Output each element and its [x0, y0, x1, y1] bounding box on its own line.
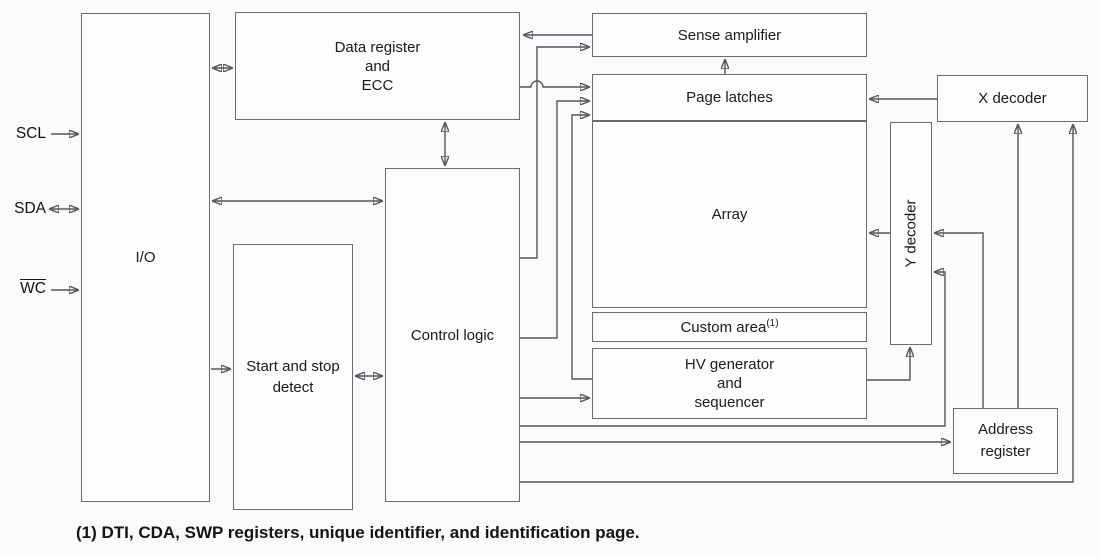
- signal-scl: SCL: [0, 124, 46, 144]
- block-io-label: I/O: [135, 249, 156, 266]
- block-x-decoder: X decoder: [937, 75, 1088, 122]
- block-page-latches: Page latches: [592, 74, 867, 121]
- block-data-register-label: Data register and ECC: [334, 38, 421, 94]
- wire-data-register-to-page-latches: [520, 80, 589, 87]
- block-control-logic-label: Control logic: [410, 326, 495, 344]
- block-sense-amplifier-label: Sense amplifier: [677, 26, 782, 44]
- block-page-latches-label: Page latches: [686, 89, 773, 106]
- block-io: I/O: [81, 13, 210, 502]
- block-control-logic: Control logic: [385, 168, 520, 502]
- custom-area-footnote-ref: (1): [766, 317, 779, 329]
- block-start-stop-detect: Start and stop detect: [233, 244, 353, 510]
- block-address-register-label: Address register: [977, 421, 1034, 460]
- block-address-register: Address register: [953, 408, 1058, 474]
- block-y-decoder: Y decoder: [890, 122, 932, 345]
- wire-hv-generator-to-page-latches: [571, 115, 592, 380]
- signal-wc: WC: [0, 279, 46, 299]
- block-custom-area-label: Custom area(1): [680, 317, 779, 336]
- wire-hv-generator-to-y-decoder: [867, 348, 910, 381]
- block-data-register: Data register and ECC: [235, 12, 520, 120]
- footnote: (1) DTI, CDA, SWP registers, unique iden…: [76, 523, 640, 542]
- block-y-decoder-label: Y decoder: [902, 199, 920, 268]
- block-start-stop-detect-label: Start and stop detect: [246, 358, 340, 396]
- wire-control-logic-to-sense-amplifier: [520, 47, 589, 259]
- signal-wc-label: WC: [20, 279, 46, 297]
- block-array: Array: [592, 121, 867, 308]
- block-custom-area: Custom area(1): [592, 312, 867, 342]
- wire-control-logic-to-page-latches: [520, 101, 589, 339]
- wire-address-register-to-y-decoder: [935, 233, 984, 408]
- block-hv-generator-label: HV generator and sequencer: [684, 356, 775, 411]
- block-array-label: Array: [711, 206, 748, 223]
- signal-sda-label: SDA: [14, 200, 46, 217]
- block-x-decoder-label: X decoder: [978, 90, 1047, 107]
- signal-scl-label: SCL: [15, 125, 46, 142]
- block-sense-amplifier: Sense amplifier: [592, 13, 867, 57]
- signal-sda: SDA: [0, 199, 46, 219]
- block-hv-generator: HV generator and sequencer: [592, 348, 867, 419]
